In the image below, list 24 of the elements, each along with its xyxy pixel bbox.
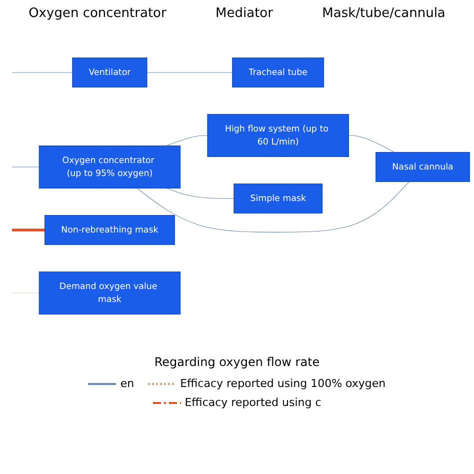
node-box: Demand oxygen value mask bbox=[38, 272, 181, 314]
column-heading: Mediator bbox=[216, 6, 273, 21]
connector bbox=[166, 188, 234, 199]
column-heading: Mask/tube/cannula bbox=[322, 6, 446, 21]
node-box: High flow system (up to 60 L/min) bbox=[207, 114, 349, 157]
connector bbox=[166, 135, 208, 146]
connector bbox=[12, 292, 40, 294]
node-box: Simple mask bbox=[234, 184, 323, 214]
node-box: Tracheal tube bbox=[232, 58, 324, 88]
legend-label: Efficacy reported using 100% oxygen bbox=[180, 377, 386, 390]
node-box: Non-rebreathing mask bbox=[44, 215, 175, 245]
connector bbox=[12, 228, 45, 232]
legend-label: Efficacy reported using c bbox=[184, 396, 322, 409]
connector bbox=[348, 135, 395, 153]
axis-note: Regarding oxygen flow rate bbox=[154, 355, 320, 369]
connector bbox=[136, 181, 410, 232]
connector bbox=[12, 72, 73, 73]
connector bbox=[12, 166, 40, 168]
legend-label: en bbox=[120, 377, 134, 390]
node-box: Oxygen concentrator (up to 95% oxygen) bbox=[38, 146, 181, 188]
node-box: Nasal cannula bbox=[376, 152, 470, 182]
node-box: Ventilator bbox=[72, 58, 148, 88]
connector bbox=[146, 72, 233, 73]
column-heading: Oxygen concentrator bbox=[28, 6, 166, 21]
